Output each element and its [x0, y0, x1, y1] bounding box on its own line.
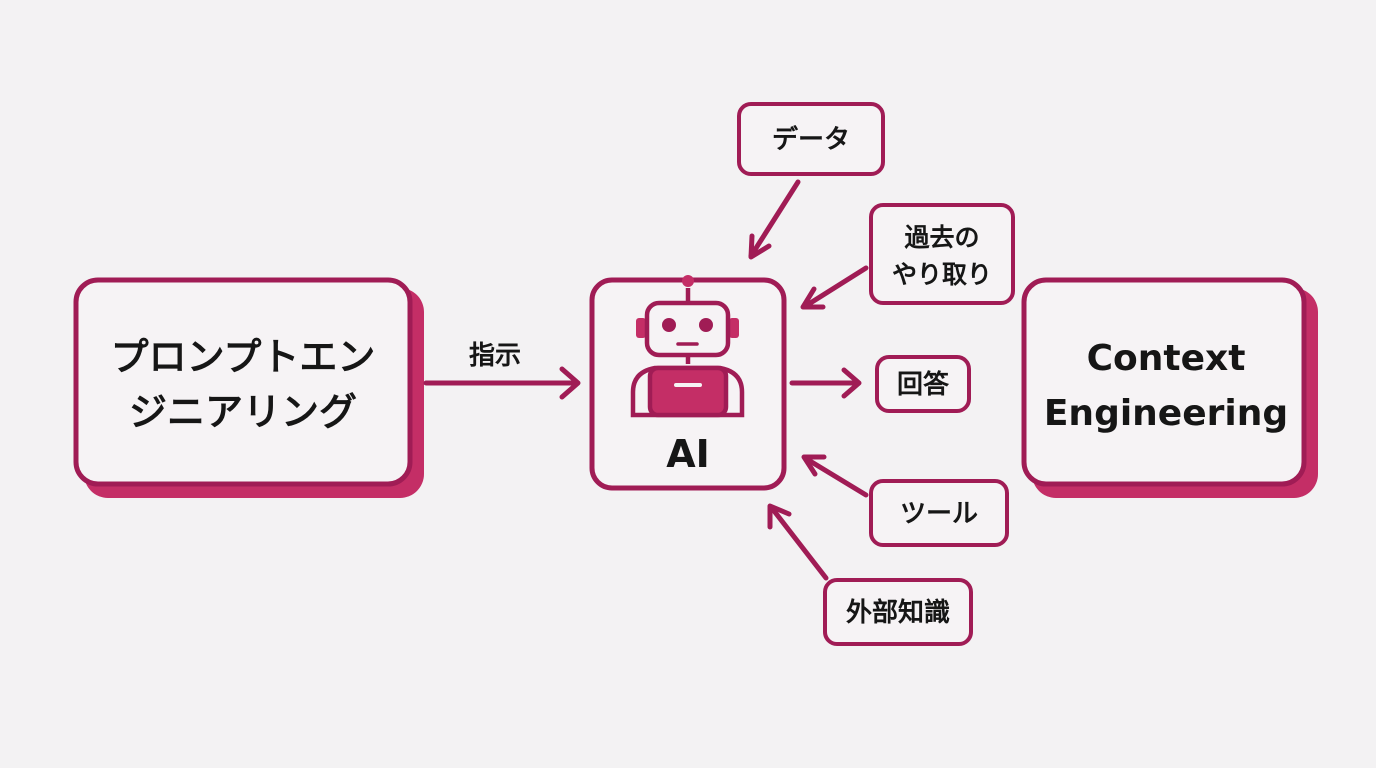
context-engineering-label-line2: Engineering: [1044, 393, 1288, 434]
instruction-label: 指示: [469, 341, 521, 371]
answer-arrow: [789, 367, 862, 399]
instruction-arrow: [423, 366, 581, 400]
history-label-line1: 過去の: [904, 223, 979, 252]
history-arrow: [800, 265, 869, 310]
context-engineering-box: Context Engineering: [1021, 277, 1318, 498]
knowledge-arrow: [767, 503, 829, 581]
ai-label: AI: [666, 432, 710, 476]
robot-icon: [630, 275, 745, 418]
tools-box: ツール: [869, 479, 1009, 547]
history-box: 過去の やり取り: [869, 203, 1015, 305]
prompt-engineering-label-line2: ジニアリング: [129, 390, 357, 434]
data-box: データ: [737, 102, 885, 176]
ai-box: AI: [589, 275, 787, 491]
knowledge-label: 外部知識: [846, 598, 950, 628]
tools-label: ツール: [900, 499, 978, 529]
data-arrow: [748, 179, 801, 260]
arrows: [423, 179, 869, 581]
prompt-engineering-box: プロンプトエン ジニアリング: [73, 277, 424, 498]
context-engineering-label-line1: Context: [1087, 338, 1246, 379]
tools-arrow: [801, 454, 869, 498]
prompt-engineering-label-line1: プロンプトエン: [111, 335, 376, 379]
answer-label: 回答: [897, 369, 950, 400]
data-label: データ: [772, 124, 850, 155]
answer-box: 回答: [875, 355, 971, 413]
knowledge-box: 外部知識: [823, 578, 973, 646]
history-label-line2: やり取り: [892, 260, 992, 289]
